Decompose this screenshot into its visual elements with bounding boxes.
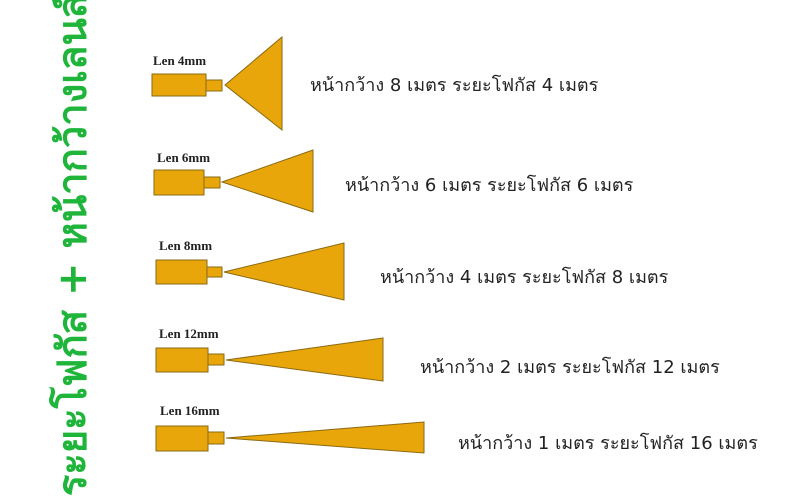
view-cone [224,35,283,132]
camera-body [155,425,209,452]
camera-lens [206,266,223,278]
camera-body [155,347,209,373]
lens-row-6mm [153,149,314,213]
camera-body [155,259,208,285]
camera-body [153,169,205,196]
camera-body [151,73,207,97]
lens-row-16mm [155,421,425,454]
view-cone [225,337,384,382]
camera-lens [207,431,225,445]
caption-8mm: หน้ากว้าง 4 เมตร ระยะโฟกัส 8 เมตร [380,267,669,288]
caption-12mm: หน้ากว้าง 2 เมตร ระยะโฟกัส 12 เมตร [420,357,720,378]
caption-6mm: หน้ากว้าง 6 เมตร ระยะโฟกัส 6 เมตร [345,175,634,196]
view-cone [223,242,345,301]
view-cone [220,149,314,213]
caption-16mm: หน้ากว้าง 1 เมตร ระยะโฟกัส 16 เมตร [458,433,758,454]
camera-lens [205,79,223,92]
lens-row-4mm [151,35,283,132]
caption-4mm: หน้ากว้าง 8 เมตร ระยะโฟกัส 4 เมตร [310,75,599,96]
lens-label-12mm: Len 12mm [159,326,219,341]
lens-row-12mm [155,337,384,382]
lens-label-6mm: Len 6mm [157,150,211,165]
lens-row-8mm [155,242,345,301]
camera-lens [207,353,225,366]
lens-label-16mm: Len 16mm [160,403,220,418]
lens-label-4mm: Len 4mm [153,53,207,68]
camera-lens [203,176,221,189]
lens-label-8mm: Len 8mm [159,238,213,253]
view-cone [225,421,425,454]
